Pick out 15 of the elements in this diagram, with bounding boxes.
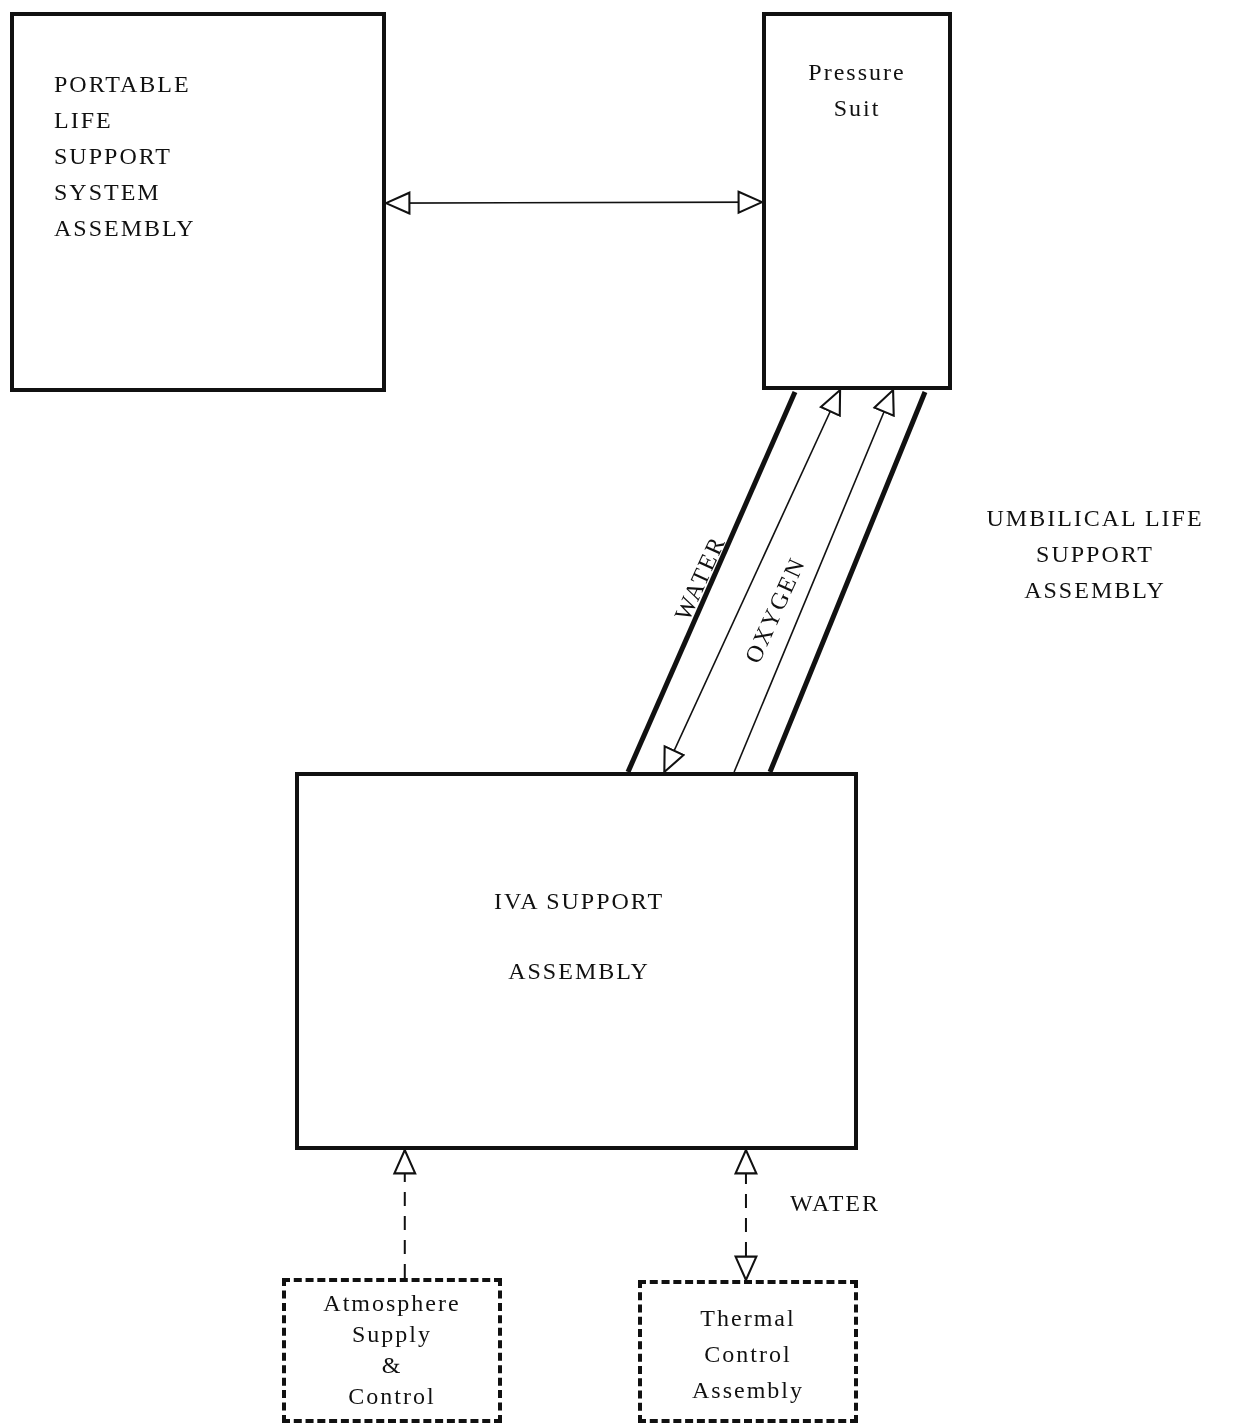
arrow [393, 1148, 417, 1279]
assembly-box [638, 1280, 858, 1423]
assembly-name: PORTABLE LIFE SUPPORT SYSTEM ASSEMBLY [54, 70, 196, 243]
assembly-name: Thermal Control Assembly [692, 1304, 804, 1405]
assembly-box [762, 12, 952, 390]
assembly-label: UMBILICAL LIFE SUPPORT ASSEMBLY [985, 504, 1205, 605]
assembly-name: IVA SUPPORT ASSEMBLY [492, 887, 666, 986]
arrow [734, 1148, 758, 1282]
arrow [663, 388, 842, 774]
assembly-name: Pressure Suit [808, 58, 906, 123]
assembly-box [10, 12, 386, 392]
assembly-box [295, 772, 858, 1150]
assembly-name: Atmosphere Supply & Control [323, 1289, 461, 1411]
assembly-box [282, 1278, 502, 1423]
arrow [733, 388, 895, 773]
